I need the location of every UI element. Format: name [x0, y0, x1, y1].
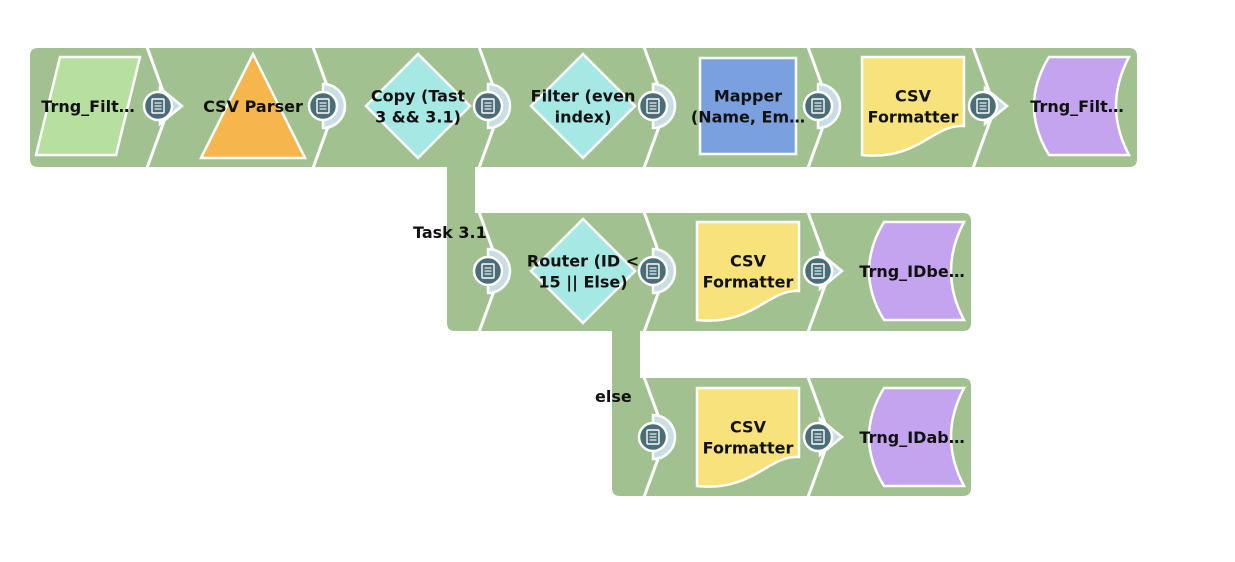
document-icon [151, 98, 165, 114]
document-icon [646, 429, 660, 445]
snap-trng-idab[interactable]: Trng_IDab… [859, 386, 967, 488]
snap-csv-formatter-3[interactable]: CSV Formatter [695, 386, 801, 488]
snap-label: Trng_IDab… [859, 428, 964, 447]
snap-label: 15 || Else) [538, 273, 627, 293]
snap-label: Formatter [703, 273, 794, 292]
store-shape [867, 220, 967, 322]
snap-2[interactable]: CSV Parser [198, 51, 308, 160]
snap-csv-formatter-2[interactable]: CSV Formatter [695, 220, 801, 322]
rect-shape [698, 56, 798, 156]
document-icon [646, 263, 660, 279]
triangle-shape [198, 51, 308, 160]
input-port-round[interactable] [802, 82, 842, 130]
document-shape [695, 220, 801, 322]
document-icon [481, 263, 495, 279]
input-port-arrow[interactable] [142, 85, 184, 127]
snap-label: Trng_Filt… [1030, 97, 1123, 116]
snap-trng-idbe[interactable]: Trng_IDbe… [859, 220, 967, 322]
snap-label: Trng_IDbe… [859, 262, 964, 281]
branch-connector-else [612, 325, 640, 385]
snap-label: Trng_Filt… [41, 97, 134, 116]
snap-router[interactable]: Router (ID < 15 || Else) [527, 217, 639, 325]
document-icon [646, 98, 660, 114]
input-port-arrow[interactable] [802, 416, 844, 458]
snap-4[interactable]: Filter (even index) [529, 52, 637, 160]
input-port-round[interactable] [637, 82, 677, 130]
document-icon [481, 98, 495, 114]
diamond-shape [529, 52, 637, 160]
branch-connector-task31 [447, 160, 475, 220]
snap-label: Formatter [868, 108, 959, 127]
document-icon [316, 98, 330, 114]
input-port-round[interactable] [307, 82, 347, 130]
input-port-round[interactable] [637, 413, 677, 461]
snap-label: CSV Parser [203, 97, 303, 116]
input-port-round[interactable] [637, 247, 677, 295]
snap-label: CSV [730, 252, 767, 271]
input-port-round[interactable] [472, 82, 512, 130]
snap-label: Formatter [703, 439, 794, 458]
snap-label: index) [555, 108, 612, 127]
diamond-shape [364, 52, 472, 160]
document-icon [811, 98, 825, 114]
snap-label: Mapper [714, 87, 782, 106]
store-shape [1032, 55, 1132, 157]
snap-6[interactable]: CSV Formatter [860, 55, 966, 157]
document-icon [976, 98, 990, 114]
document-shape [860, 55, 966, 157]
snap-label: 3 && 3.1) [375, 108, 461, 127]
snap-1[interactable]: Trng_Filt… [34, 55, 142, 157]
snap-label: Router (ID < [527, 252, 639, 271]
snap-label: (Name, Em… [691, 108, 805, 127]
snap-label: CSV [895, 87, 932, 106]
input-port-arrow[interactable] [967, 85, 1009, 127]
snap-5[interactable]: Mapper (Name, Em… [691, 56, 805, 156]
document-shape [695, 386, 801, 488]
input-port-arrow[interactable] [802, 250, 844, 292]
store-shape [867, 386, 967, 488]
branch-label-task31: Task 3.1 [413, 223, 487, 242]
snap-3[interactable]: Copy (Tast 3 && 3.1) [364, 52, 472, 160]
document-icon [811, 263, 825, 279]
diamond-shape [529, 217, 637, 325]
input-port-round[interactable] [472, 247, 512, 295]
snap-label: Filter (even [531, 87, 636, 106]
snap-7[interactable]: Trng_Filt… [1030, 55, 1132, 157]
branch-label-else: else [595, 387, 632, 406]
document-icon [811, 429, 825, 445]
snap-label: Copy (Tast [371, 87, 466, 106]
parallelogram-shape [34, 55, 142, 157]
snap-label: CSV [730, 418, 767, 437]
